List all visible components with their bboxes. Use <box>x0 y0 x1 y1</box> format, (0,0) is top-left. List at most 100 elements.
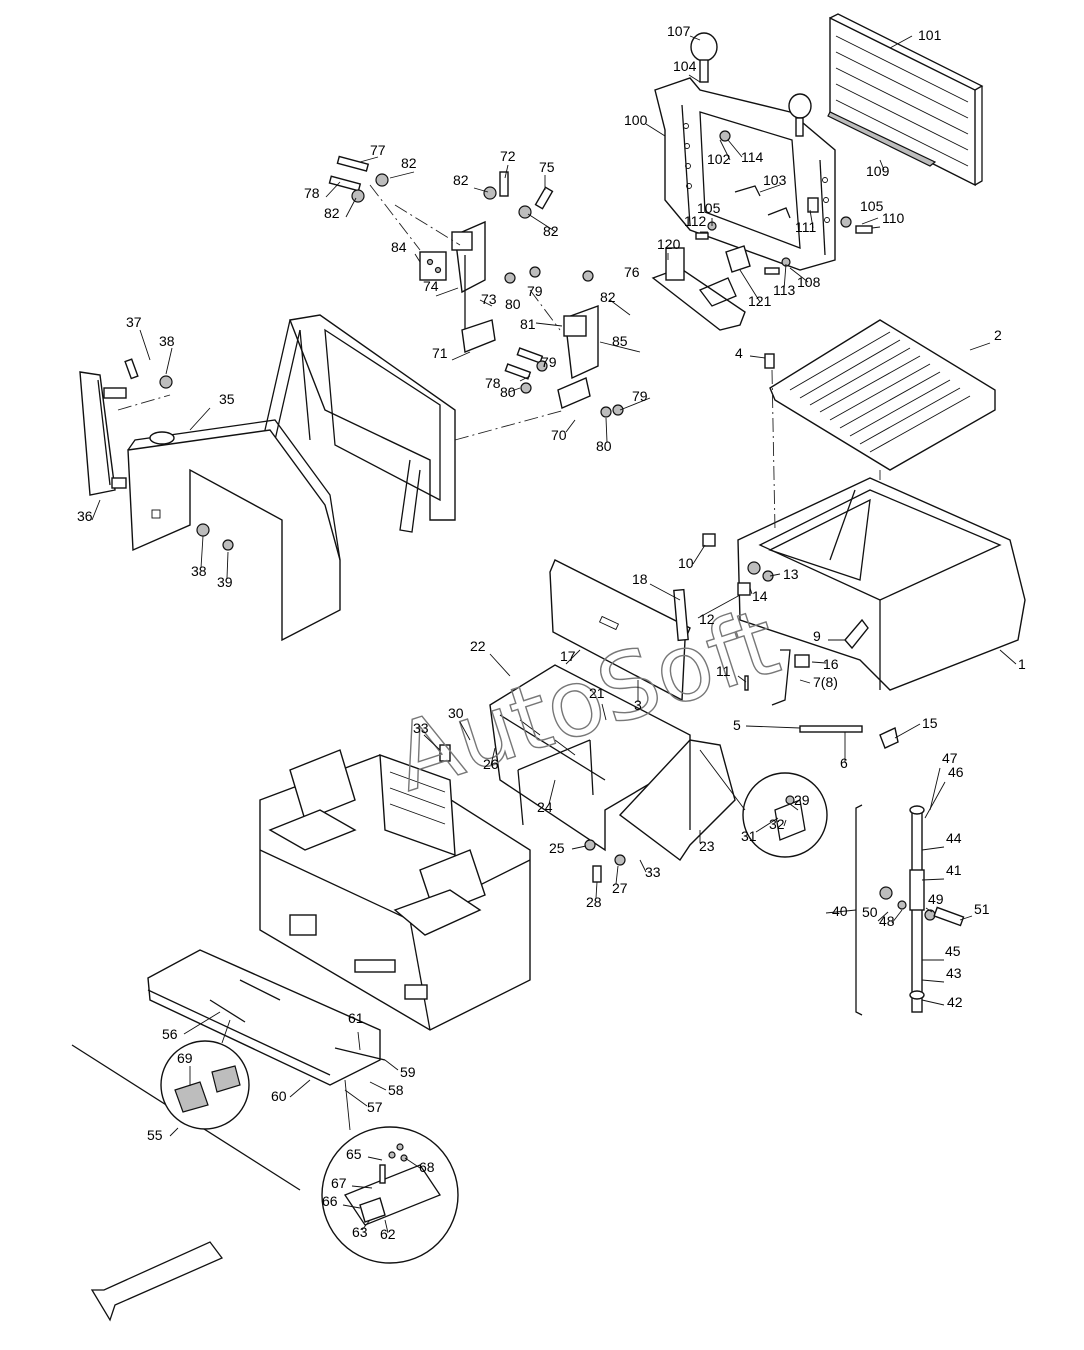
leader-line <box>527 213 557 233</box>
callout-number: 105 <box>860 198 884 214</box>
callout-number: 102 <box>707 151 731 167</box>
callout-number: 59 <box>400 1064 416 1080</box>
leader-line <box>649 583 681 601</box>
callout-number: 46 <box>948 764 964 780</box>
callout-number: 31 <box>741 828 757 844</box>
operator-console <box>259 749 531 1031</box>
callout-number: 4 <box>735 345 743 361</box>
callout-number: 85 <box>612 333 628 349</box>
leader-line <box>921 878 945 881</box>
side-panel-36 <box>79 358 234 551</box>
leader-line <box>139 329 151 361</box>
callout-number: 108 <box>797 274 821 290</box>
leader-line <box>789 267 809 283</box>
callout-number: 120 <box>657 236 681 252</box>
callout-number: 27 <box>612 880 628 896</box>
callout-number: 43 <box>946 965 962 981</box>
callout-number: 39 <box>217 574 233 590</box>
callout-number: 16 <box>823 656 839 672</box>
detail-circle-69 <box>160 1019 250 1130</box>
callout-number: 81 <box>520 316 536 332</box>
leader-line <box>508 387 521 393</box>
leader-line <box>169 1127 179 1137</box>
leader-line <box>489 653 511 677</box>
callout-number: 71 <box>432 345 448 361</box>
callout-number: 17 <box>560 648 576 664</box>
leader-line <box>351 1185 373 1189</box>
leader-line <box>404 1157 421 1169</box>
leader-line <box>565 649 581 665</box>
leader-line <box>769 573 781 577</box>
callout-number: 45 <box>945 943 961 959</box>
callout-number: 3 <box>634 697 642 713</box>
callout-number: 109 <box>866 163 890 179</box>
callout-number: 32 <box>769 816 785 832</box>
callout-number: 80 <box>596 438 612 454</box>
callout-number: 42 <box>947 994 963 1010</box>
callout-number: 47 <box>942 750 958 766</box>
leader-line <box>692 544 706 565</box>
callout-number: 110 <box>882 210 905 226</box>
callout-number: 80 <box>505 296 521 312</box>
leader-line <box>891 909 903 924</box>
callout-number: 70 <box>551 427 567 443</box>
callout-number: 50 <box>862 904 878 920</box>
leader-line <box>599 341 641 353</box>
callout-number: 103 <box>763 172 787 188</box>
callout-number: 61 <box>348 1010 364 1026</box>
leader-line <box>861 217 879 225</box>
leader-line <box>189 407 211 431</box>
leader-line <box>921 979 945 983</box>
callout-number: 7(8) <box>813 674 838 690</box>
callout-number: 79 <box>541 354 557 370</box>
callout-number: 55 <box>147 1127 163 1143</box>
callout-number: 51 <box>974 901 990 917</box>
lower-hinge-assembly <box>504 270 624 418</box>
callout-number: 35 <box>219 391 235 407</box>
callout-number: 21 <box>589 685 605 701</box>
leader-line <box>479 299 493 307</box>
louvre-panel-101 <box>827 13 984 187</box>
leader-line <box>759 184 781 193</box>
leader-line <box>688 74 701 83</box>
leader-line <box>619 397 651 411</box>
callout-number: 49 <box>928 891 944 907</box>
panel-23 <box>618 739 736 862</box>
leader-line <box>871 226 881 229</box>
leader-line <box>689 35 701 41</box>
callout-number: 69 <box>177 1050 193 1066</box>
leader-line <box>423 734 441 751</box>
callout-number: 111 <box>795 219 816 235</box>
leader-line <box>999 649 1017 665</box>
leader-line <box>226 551 229 579</box>
leader-line <box>414 253 421 263</box>
callout-number: 112 <box>684 213 707 229</box>
callout-number: 68 <box>419 1159 435 1175</box>
callout-number: 67 <box>331 1175 347 1191</box>
grille-2 <box>764 319 996 471</box>
leader-line <box>877 911 889 922</box>
callout-number: 15 <box>922 715 938 731</box>
grille-frame-assembly <box>651 32 873 331</box>
detail-circle-29-32 <box>699 749 828 858</box>
callout-number: 10 <box>678 555 694 571</box>
callout-number: 36 <box>77 508 93 524</box>
leader-line <box>595 881 598 899</box>
callout-number: 101 <box>918 27 942 43</box>
leader-line <box>889 35 913 49</box>
callout-number: 2 <box>994 327 1002 343</box>
leader-line <box>571 845 587 850</box>
callout-number: 13 <box>783 566 799 582</box>
leader-line <box>605 417 608 443</box>
callout-number: 63 <box>352 1224 368 1240</box>
callout-number: 38 <box>159 333 175 349</box>
leader-line <box>601 703 607 721</box>
callout-number: 79 <box>527 283 543 299</box>
leader-line <box>697 594 741 619</box>
leader-line <box>344 1089 368 1107</box>
leader-line <box>727 139 743 158</box>
callout-number: 18 <box>632 571 648 587</box>
callout-number: 33 <box>645 864 661 880</box>
leader-line <box>548 779 556 805</box>
